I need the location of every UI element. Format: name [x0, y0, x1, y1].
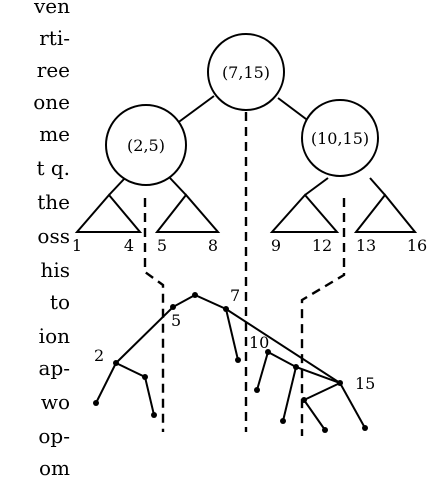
- chain-branch-10a: [267, 351, 341, 384]
- leaf-label: 13: [356, 236, 376, 255]
- leaf-label: 4: [124, 236, 134, 255]
- tree-node-right: [301, 99, 379, 177]
- vertex: [142, 374, 148, 380]
- vertex-label: 15: [355, 374, 375, 393]
- vertex: [113, 360, 119, 366]
- vertex: [170, 304, 176, 310]
- leaf-label: 16: [407, 236, 427, 255]
- node-label-right: (10,15): [311, 129, 369, 148]
- vertex: [93, 400, 99, 406]
- edge-right-subtree-a: [304, 177, 329, 196]
- chain-branch-2a: [95, 362, 117, 404]
- chain-branch-15b: [339, 382, 366, 429]
- edge-root-left: [175, 95, 215, 125]
- chain-branch-15a: [302, 382, 341, 431]
- text-line: t q.: [36, 156, 70, 180]
- vertex: [254, 387, 260, 393]
- leaf-label: 9: [271, 236, 281, 255]
- subtree-triangle-4: [353, 193, 418, 233]
- vertex: [301, 397, 307, 403]
- text-line: ap-: [38, 356, 70, 380]
- text-line: the: [37, 190, 70, 214]
- edge-right-subtree-b: [369, 177, 386, 196]
- vertex-label: 2: [94, 346, 104, 365]
- subtree-triangle-3: [269, 193, 340, 233]
- vertex: [192, 292, 198, 298]
- text-line: me: [39, 122, 70, 146]
- leaf-label: 8: [208, 236, 218, 255]
- vertex: [322, 427, 328, 433]
- edge-root-right: [277, 97, 311, 123]
- tree-node-root: [207, 33, 285, 111]
- vertex: [280, 418, 286, 424]
- text-line: wo: [40, 390, 70, 414]
- vertex: [293, 364, 299, 370]
- text-line: his: [40, 258, 70, 282]
- tree-edges: [108, 95, 386, 196]
- text-line: ree: [36, 58, 70, 82]
- vertex-label: 5: [171, 311, 181, 330]
- vertex-label: 7: [230, 286, 240, 305]
- vertex: [337, 380, 343, 386]
- vertex-label: 10: [249, 333, 269, 352]
- polyline-chain: [95, 293, 366, 431]
- text-line: rti-: [39, 26, 70, 50]
- vertex: [223, 306, 229, 312]
- leaf-label: 12: [312, 236, 332, 255]
- text-line: op-: [38, 424, 70, 448]
- chain-branch-2b: [115, 362, 155, 416]
- text-line: ion: [38, 324, 70, 348]
- dashed-separator-right: [300, 198, 346, 436]
- vertex: [151, 412, 157, 418]
- node-label-root: (7,15): [222, 63, 270, 82]
- chain-branch-7: [225, 308, 239, 361]
- text-line: one: [33, 90, 70, 114]
- tree-node-left: [105, 104, 187, 186]
- vertex: [362, 425, 368, 431]
- vertex: [265, 349, 271, 355]
- leaf-label: 5: [157, 236, 167, 255]
- edge-left-subtree-a: [108, 177, 126, 196]
- dashed-separator-left: [143, 198, 165, 432]
- leaf-label: 1: [72, 236, 82, 255]
- text-line: oss: [37, 224, 70, 248]
- subtree-triangle-1: [74, 193, 143, 233]
- node-label-left: (2,5): [127, 136, 165, 155]
- text-line: ven: [33, 0, 70, 18]
- vertex: [235, 357, 241, 363]
- edge-left-subtree-b: [169, 177, 187, 196]
- chain-branch-10c: [282, 366, 297, 422]
- text-line: to: [49, 290, 70, 314]
- chain-branch-10b: [256, 351, 269, 391]
- subtree-triangle-2: [154, 193, 221, 233]
